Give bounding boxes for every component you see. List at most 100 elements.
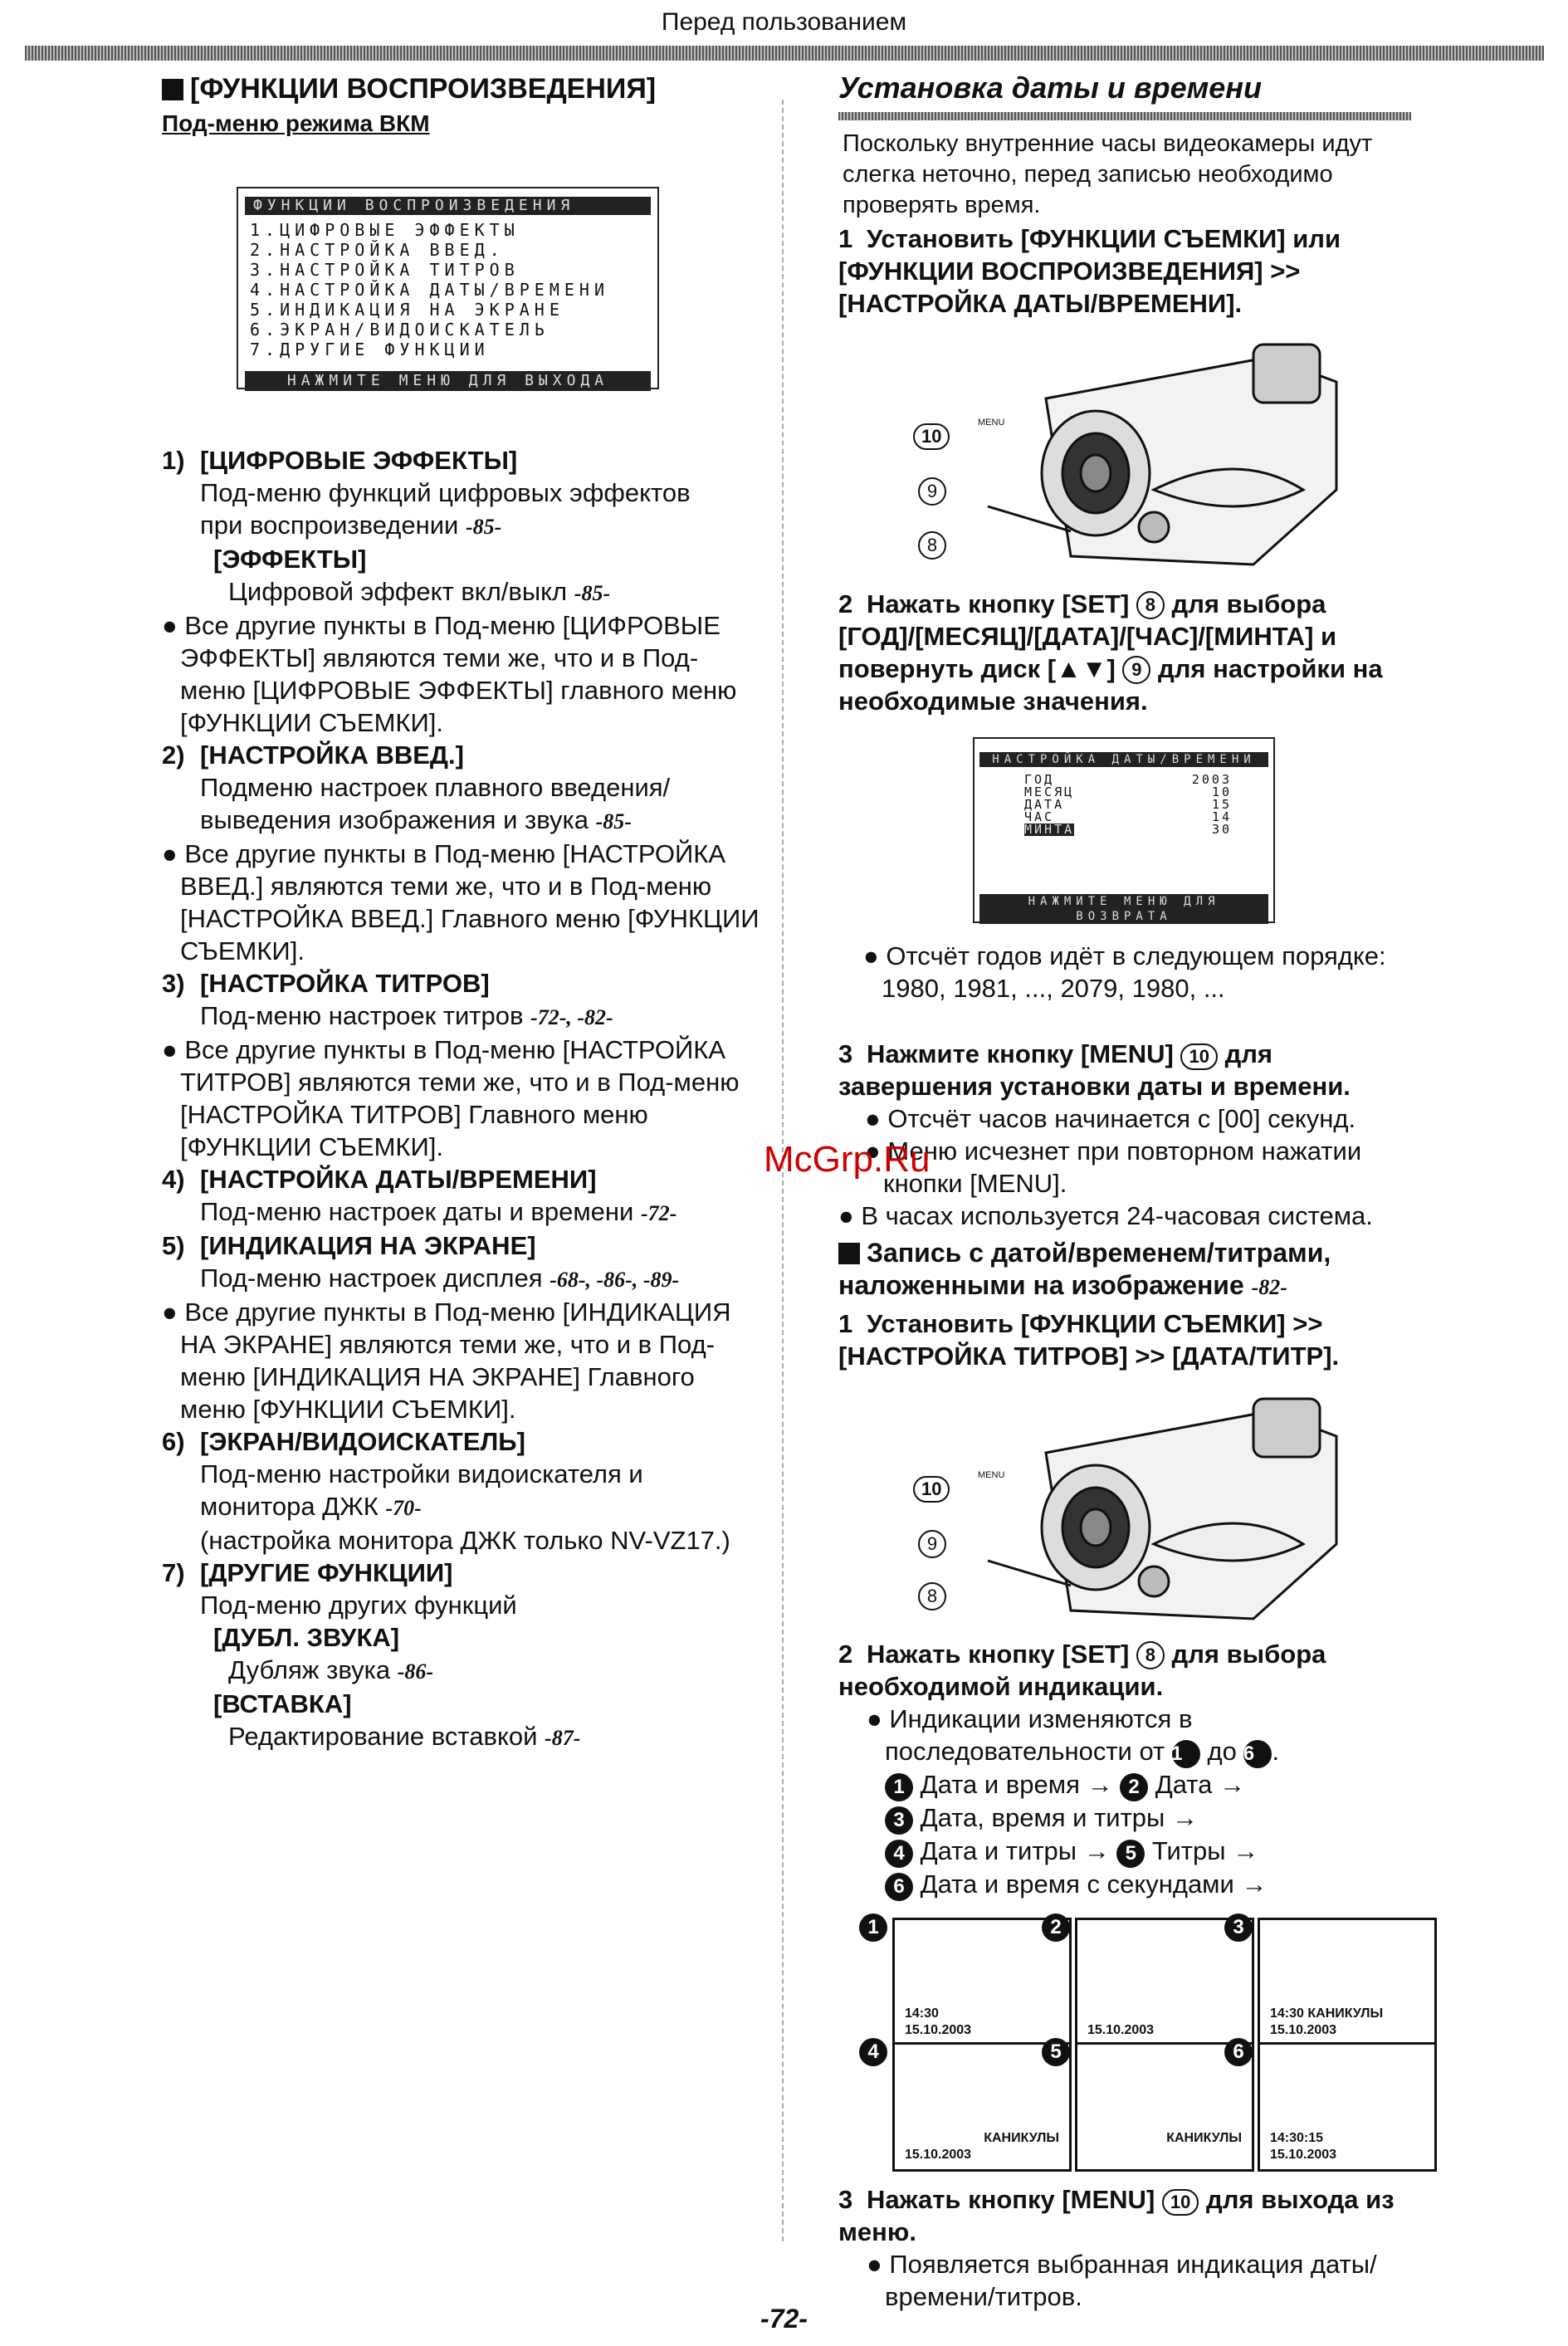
menu-screen-item: 2.НАСТРОЙКА ВВЕД. <box>250 240 505 260</box>
step-2-text-a: Нажать кнопку [SET] <box>867 589 1130 618</box>
desc-text: Под-меню настроек титров <box>200 1001 524 1030</box>
section-1-sub-desc: Цифровой эффект вкл/выкл -85- <box>162 575 760 609</box>
button-10-badge: 10 <box>913 423 950 450</box>
section-4-desc: Под-меню настроек даты и времени -72- <box>162 1195 760 1229</box>
page-ref: -86- <box>397 1659 434 1684</box>
note-text: (настройка монитора ДЖК только NV-VZ17.) <box>200 1526 730 1555</box>
bullet-text: до <box>1207 1737 1237 1766</box>
button-10-badge: 10 <box>913 1476 950 1503</box>
sub-desc-text: Редактирование вставкой <box>228 1722 538 1751</box>
mini-screen-2: 15.10.2003 <box>1075 1918 1254 2047</box>
desc-text: Под-меню настроек даты и времени <box>200 1197 634 1226</box>
bullet-text: Все другие пункты в Под-меню [ИНДИКАЦИЯ … <box>180 1298 731 1424</box>
mini-screen-line: 14:30:15 <box>1270 2131 1324 2145</box>
number-1-icon: 1 <box>885 1773 913 1801</box>
number-5-icon: 5 <box>1042 2038 1070 2066</box>
mini-screen-1-num: 1 <box>859 1913 887 1942</box>
column-divider <box>782 100 784 2241</box>
seq-item: Дата и время с секундами → <box>920 1869 1268 1899</box>
menu-screen-item: 4.НАСТРОЙКА ДАТЫ/ВРЕМЕНИ <box>250 280 609 300</box>
section-7-desc: Под-меню других функций <box>200 1591 517 1620</box>
section-7-sub1-title: [ДУБЛ. ЗВУКА] <box>213 1623 400 1652</box>
section-6-desc: Под-меню настройки видоискателя и монито… <box>162 1458 760 1557</box>
dial-9-label: 9 <box>918 477 946 506</box>
section-3-desc: Под-меню настроек титров -72-, -82- <box>162 999 760 1034</box>
button-10-label-2: 10 <box>913 1476 950 1503</box>
menu-screen-item: 3.НАСТРОЙКА ТИТРОВ <box>250 260 520 280</box>
menu-screen-footer: НАЖМИТЕ МЕНЮ ДЛЯ ВЫХОДА <box>245 371 651 391</box>
r-step-2-text-a: Нажать кнопку [SET] <box>867 1640 1130 1669</box>
section-7-sub2-desc: Редактирование вставкой -87- <box>162 1720 760 1754</box>
bullet-text: Все другие пункты в Под-меню [ЦИФРОВЫЕ Э… <box>180 611 737 737</box>
bullet-text: Все другие пункты в Под-меню [НАСТРОЙКА … <box>180 839 760 965</box>
right-title: Установка даты и времени <box>838 71 1262 105</box>
step-1-text: Установить [ФУНКЦИИ СЪЕМКИ] или [ФУНКЦИИ… <box>838 224 1341 318</box>
year-sequence: 1980, 1981, ..., 2079, 1980, ... <box>882 974 1225 1003</box>
menu-button-ref: 10 <box>1161 2189 1199 2216</box>
date-value: 15 <box>1211 797 1232 812</box>
page-ref: -68-, -86-, -89- <box>550 1268 680 1292</box>
dial-9-badge: 9 <box>918 477 946 506</box>
section-heading-2: Запись с датой/временем/титрами, наложен… <box>838 1237 1411 1303</box>
page-ref: -82- <box>1251 1275 1287 1299</box>
set-8-label-2: 8 <box>918 1582 946 1610</box>
mini-screen-3: 14:30 КАНИКУЛЫ 15.10.2003 <box>1258 1918 1437 2047</box>
number-6-icon: 6 <box>885 1873 913 1901</box>
mini-screen-line: 15.10.2003 <box>905 2148 972 2162</box>
section-1-desc-line: при воспроизведении <box>200 511 459 540</box>
page-header: Перед пользованием <box>661 8 907 36</box>
mini-screen-line: 15.10.2003 <box>1087 2023 1155 2037</box>
r-step-3-text-a: Нажать кнопку [MENU] <box>867 2185 1155 2214</box>
section-3: 3)[НАСТРОЙКА ТИТРОВ] <box>162 969 490 998</box>
desc-text: Под-меню настройки видоискателя и монито… <box>200 1459 643 1521</box>
section-7-sub2-title: [ВСТАВКА] <box>213 1689 352 1718</box>
section-7-title: [ДРУГИЕ ФУНКЦИИ] <box>200 1558 453 1587</box>
section-1-title: [ЦИФРОВЫЕ ЭФФЕКТЫ] <box>200 446 518 475</box>
date-label: МЕСЯЦ <box>1024 784 1075 799</box>
set-8-badge: 8 <box>918 531 946 560</box>
menu-label-2: MENU <box>978 1470 1005 1480</box>
left-list: 1)[ЦИФРОВЫЕ ЭФФЕКТЫ] Под-меню функций ци… <box>162 444 760 1754</box>
desc-text: Подменю настроек плавного введения/вывед… <box>200 773 671 834</box>
watermark: McGrp.Ru <box>764 1139 931 1180</box>
left-heading: [ФУНКЦИИ ВОСПРОИЗВЕДЕНИЯ] <box>162 73 656 105</box>
seq-item: Дата и титры → <box>920 1836 1110 1865</box>
number-4-icon: 4 <box>885 1840 913 1868</box>
section-heading-2-text: Запись с датой/временем/титрами, наложен… <box>838 1238 1331 1300</box>
mini-screen-5-num: 5 <box>1042 2038 1070 2066</box>
date-screen-footer: НАЖМИТЕ МЕНЮ ДЛЯ ВОЗВРАТА <box>979 894 1268 924</box>
section-2-desc: Подменю настроек плавного введения/вывед… <box>162 771 760 838</box>
number-3-icon: 3 <box>1224 1913 1253 1942</box>
r-step-2-text-b: для выбора необходимой индикации. <box>838 1640 1326 1701</box>
mini-screen-line: 15.10.2003 <box>1270 2148 1337 2162</box>
date-time-screen: НАСТРОЙКА ДАТЫ/ВРЕМЕНИ ГОД МЕСЯЦ ДАТА ЧА… <box>973 737 1275 924</box>
number-6-icon: 6 <box>1243 1740 1272 1768</box>
menu-screen-item: 1.ЦИФРОВЫЕ ЭФФЕКТЫ <box>250 220 520 240</box>
bullet-text: Меню исчезнет при повторном нажатии кноп… <box>883 1136 1362 1198</box>
mini-screen-4: КАНИКУЛЫ 15.10.2003 <box>892 2042 1072 2172</box>
mini-screen-2-num: 2 <box>1042 1913 1070 1942</box>
section-7: 7)[ДРУГИЕ ФУНКЦИИ] <box>162 1558 453 1587</box>
square-bullet-icon <box>162 79 183 100</box>
section-5: 5)[ИНДИКАЦИЯ НА ЭКРАНЕ] <box>162 1231 536 1260</box>
date-label: ГОД <box>1024 772 1055 787</box>
left-subheading: Под-меню режима ВКМ <box>162 110 430 136</box>
menu-screen: ФУНКЦИИ ВОСПРОИЗВЕДЕНИЯ 1.ЦИФРОВЫЕ ЭФФЕК… <box>237 187 659 391</box>
mini-screen-4-num: 4 <box>859 2038 887 2066</box>
section-2-bullet: ● Все другие пункты в Под-меню [НАСТРОЙК… <box>162 839 760 965</box>
camcorder-illustration <box>987 343 1338 566</box>
bullet-text: Отсчёт часов начинается с [00] секунд. <box>887 1104 1356 1133</box>
bullet-text: Индикации изменяются в последовательност… <box>885 1704 1193 1766</box>
mini-screen-line: 14:30 <box>905 2006 939 2021</box>
number-4-icon: 4 <box>859 2038 887 2066</box>
set-button-ref: 8 <box>1136 1641 1165 1669</box>
step-3-text-b: для завершения установки даты и времени. <box>838 1039 1351 1101</box>
seq-line: 1 Дата и время → 2 Дата → <box>838 1768 1411 1801</box>
seq-item: Дата и время → <box>920 1770 1113 1799</box>
bullet-text: Отсчёт годов идёт в следующем порядке: <box>886 941 1386 970</box>
left-heading-text: [ФУНКЦИИ ВОСПРОИЗВЕДЕНИЯ] <box>190 73 657 105</box>
date-value: 10 <box>1211 784 1232 799</box>
